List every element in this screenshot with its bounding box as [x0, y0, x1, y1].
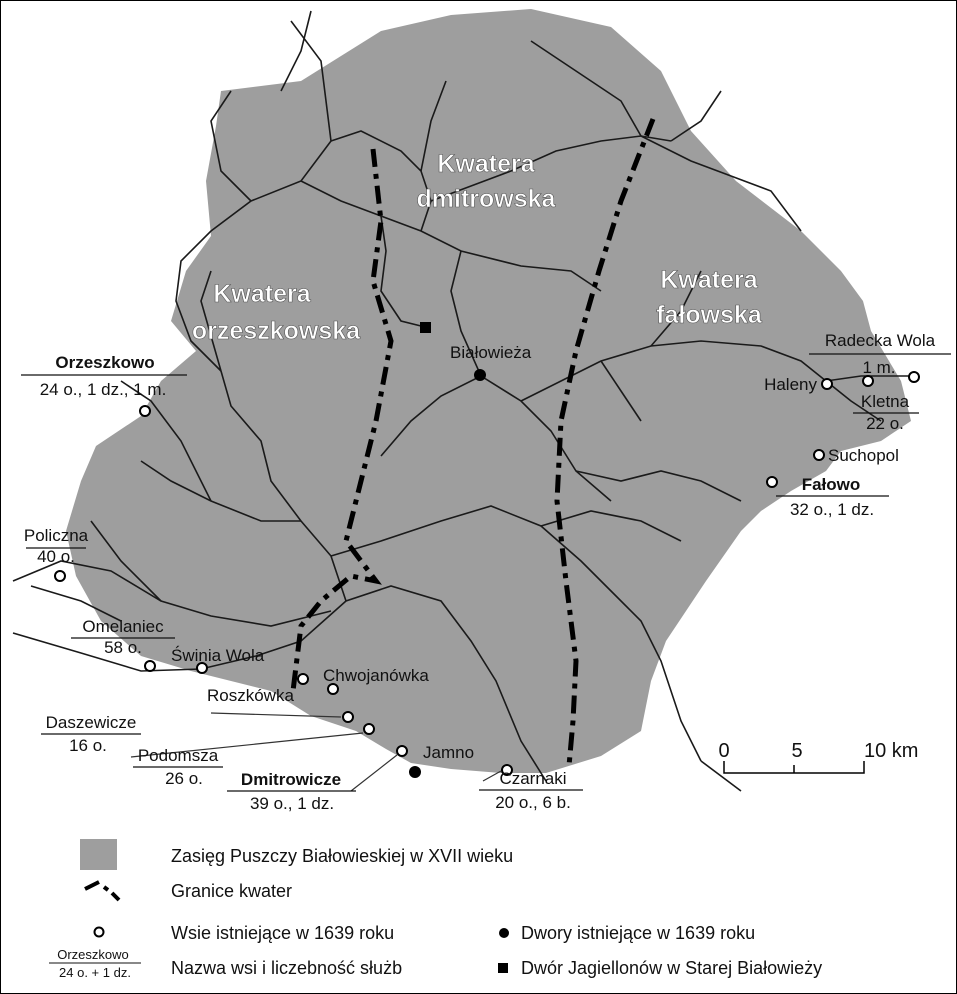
- village-marker-chwojanowka: [327, 683, 339, 695]
- underlines: [21, 353, 951, 792]
- label-bialowieza: Białowieża: [450, 343, 532, 362]
- label-radecka: Radecka Wola: [825, 331, 936, 350]
- legend-border-symbol: [84, 880, 121, 902]
- legend-village-symbol: [93, 926, 105, 938]
- village-marker-omelaniec: [144, 660, 156, 672]
- village-marker-podomsza: [363, 723, 375, 735]
- info-falowo: 32 o., 1 dz.: [790, 500, 874, 519]
- region-orzeszkowska-line1: Kwatera: [213, 280, 311, 308]
- border-west: [290, 148, 394, 692]
- place-labels: Orzeszkowo 24 o., 1 dz., 1 m. Białowieża…: [24, 331, 936, 813]
- scale-label-0: 0: [718, 740, 729, 762]
- region-labels: Kwatera dmitrowska Kwatera orzeszkowska …: [192, 150, 764, 346]
- label-policzna: Policzna: [24, 526, 89, 545]
- info-daszewicze: 16 o.: [69, 736, 107, 755]
- village-marker-suchopol: [813, 449, 825, 461]
- legend-borders-text: Granice kwater: [171, 881, 292, 901]
- village-markers: [54, 371, 920, 776]
- region-orzeszkowska-line2: orzeszkowska: [192, 317, 361, 345]
- legend-sample-name: Orzeszkowo: [57, 947, 129, 962]
- region-dmitrowska-line2: dmitrowska: [417, 185, 557, 213]
- legend-sample-info: 24 o. + 1 dz.: [59, 965, 131, 980]
- village-marker-policzna: [54, 570, 66, 582]
- border-east: [554, 118, 656, 767]
- scale-bar: 0 5 10 km: [718, 740, 918, 774]
- scale-label-10: 10 km: [864, 740, 918, 762]
- village-marker-falowo: [766, 476, 778, 488]
- leader-lines: [130, 712, 502, 792]
- legend-jagiellon-symbol: [498, 963, 508, 973]
- label-orzeszkowo: Orzeszkowo: [55, 353, 154, 372]
- village-marker-roszkowka: [297, 673, 309, 685]
- legend-villages-text: Wsie istniejące w 1639 roku: [171, 923, 394, 943]
- village-marker-daszewicze: [342, 711, 354, 723]
- label-dmitrowicze: Dmitrowicze: [241, 770, 341, 789]
- scale-label-5: 5: [791, 740, 802, 762]
- region-falowska-line1: Kwatera: [660, 266, 758, 294]
- label-chwojanowka: Chwojanówka: [323, 666, 429, 685]
- forest-area: [66, 9, 911, 773]
- legend-names-text: Nazwa wsi i liczebność służb: [171, 958, 402, 978]
- region-falowska-line2: fałowska: [656, 301, 763, 329]
- legend-forest-swatch: [80, 839, 117, 870]
- village-marker-swinia: [196, 662, 208, 674]
- village-marker-radecka2: [908, 371, 920, 383]
- info-policzna: 40 o.: [37, 547, 75, 566]
- info-radecka: 1 m.: [862, 358, 895, 377]
- label-roszkowka: Roszkówka: [207, 686, 294, 705]
- quarter-borders: [290, 118, 656, 767]
- label-suchopol: Suchopol: [828, 446, 899, 465]
- label-daszewicze: Daszewicze: [46, 713, 137, 732]
- label-swinia: Świnia Wola: [171, 646, 265, 665]
- label-haleny: Haleny: [764, 375, 817, 394]
- label-czarnaki: Czarnaki: [499, 769, 566, 788]
- legend-jagiellon-text: Dwór Jagiellonów w Starej Białowieży: [521, 958, 822, 978]
- village-marker-orzeszkowo: [139, 405, 151, 417]
- label-falowo: Fałowo: [802, 475, 861, 494]
- village-marker-dmitrowicze: [396, 745, 408, 757]
- info-dmitrowicze: 39 o., 1 dz.: [250, 794, 334, 813]
- village-marker-radecka1: [862, 375, 874, 387]
- jagiellon-court-marker: [420, 322, 431, 333]
- label-kletna: Kletna: [861, 392, 910, 411]
- court-marker-jamno: [409, 766, 421, 778]
- legend-courts-text: Dwory istniejące w 1639 roku: [521, 923, 755, 943]
- info-kletna: 22 o.: [866, 414, 904, 433]
- info-orzeszkowo: 24 o., 1 dz., 1 m.: [40, 380, 167, 399]
- info-omelaniec: 58 o.: [104, 638, 142, 657]
- legend-court-symbol: [499, 928, 509, 938]
- info-czarnaki: 20 o., 6 b.: [495, 793, 571, 812]
- court-marker-bialowieza: [474, 369, 486, 381]
- village-marker-haleny: [821, 378, 833, 390]
- label-omelaniec: Omelaniec: [82, 617, 164, 636]
- info-podomsza: 26 o.: [165, 769, 203, 788]
- legend-forest-text: Zasięg Puszczy Białowieskiej w XVII wiek…: [171, 846, 513, 866]
- label-jamno: Jamno: [423, 743, 474, 762]
- region-dmitrowska-line1: Kwatera: [437, 150, 535, 178]
- legend: Zasięg Puszczy Białowieskiej w XVII wiek…: [49, 839, 822, 980]
- label-podomsza: Podomsza: [138, 746, 219, 765]
- village-marker-czarnaki: [501, 764, 513, 776]
- rivers: [12, 10, 911, 792]
